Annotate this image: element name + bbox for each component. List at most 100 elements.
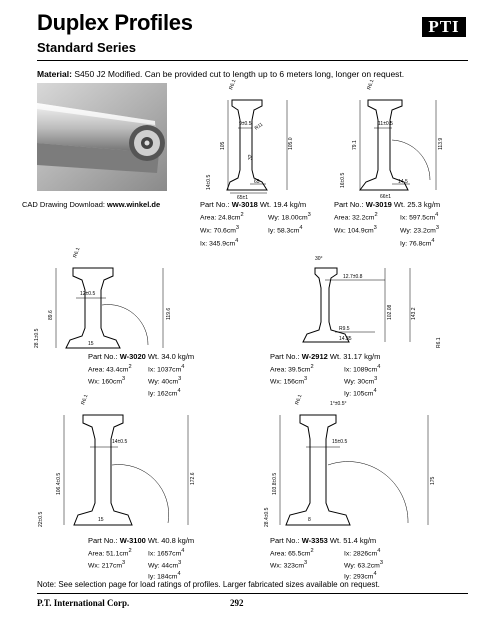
drawing-w3100: R6.1 14±0.5 106.4±0.5 172.6 15 22±0.5 [38,394,196,527]
spec-wy: Wy: 18.00cm3 [268,212,311,222]
product-photo [37,83,167,191]
dim-label: 9±0.5 [239,121,252,127]
dim-label: 65 [254,179,260,185]
dim-label: R6.1 [72,247,81,259]
part-number: W-3018 [231,200,258,209]
dim-label: 89.6 [48,310,54,320]
page-subtitle: Standard Series [37,40,136,55]
dim-label: R6.1 [294,394,303,406]
part-label: Part No.: [270,352,302,361]
dim-label: 28.1±0.5 [34,328,40,348]
dim-label: 103.8±0.5 [272,473,278,495]
dim-label: 79.1 [352,140,358,150]
part-info-w3019: Part No.: W-3019 Wt. 25.3 kg/m [334,200,440,209]
dim-label: R6.1 [80,394,89,406]
dim-label: 175 [430,476,436,485]
part-label: Part No.: [200,200,232,209]
dim-label: R6.1 [436,337,442,348]
part-number: W-2912 [301,352,328,361]
spec-wy: Wy: 23.2cm3 [400,225,439,235]
spec-iy: Iy: 293cm4 [344,571,377,581]
spec-iy: Iy: 162cm4 [148,388,181,398]
spec-iy: Iy: 184cm4 [148,571,181,581]
dim-label: 102.08 [387,304,393,320]
dim-label: 14.5 [398,179,408,185]
part-label: Part No.: [270,536,302,545]
spec-ix: Ix: 2826cm4 [344,548,381,558]
material-label: Material: [37,69,72,79]
dim-label: 66±1 [380,194,391,200]
spec-area: Area: 43.4cm2 [88,364,132,374]
dim-label: 105.0 [288,137,294,150]
part-info-w3100: Part No.: W-3100 Wt. 40.8 kg/m [88,536,194,545]
part-info-w3020: Part No.: W-3020 Wt. 34.0 kg/m [88,352,194,361]
dim-label: 15±0.5 [332,439,347,445]
dim-label: 113.9 [438,138,444,150]
dim-label: 105 [220,141,226,150]
part-number: W-3100 [119,536,146,545]
spec-iy: Iy: 76.8cm4 [400,238,435,248]
part-weight: Wt. 34.0 kg/m [145,352,195,361]
dim-label: R6.1 [366,79,375,91]
dim-label: 28.4±0.5 [264,507,270,527]
dim-label: 16±0.5 [340,173,346,188]
footer-divider [37,593,468,594]
part-weight: Wt. 51.4 kg/m [327,536,377,545]
drawing-w3019: R6.1 113.9 11±0.5 79.1 14.5 66±1 16±0.5 [340,79,444,200]
spec-wx: Wx: 323cm3 [270,560,308,570]
dim-label: 119.6 [166,308,172,320]
part-number: W-3020 [119,352,146,361]
dim-label: 65±1 [237,195,248,201]
dim-label: R11 [254,122,265,132]
header-divider [37,60,468,61]
part-weight: Wt. 31.17 kg/m [327,352,381,361]
material-line: Material: S450 J2 Modified. Can be provi… [37,69,404,79]
material-text: S450 J2 Modified. Can be provided cut to… [71,69,405,79]
spec-wx: Wx: 156cm3 [270,376,308,386]
spec-wx: Wx: 160cm3 [88,376,126,386]
dim-label: 12.7±0.8 [343,274,363,280]
dim-label: 143.2 [411,307,417,320]
dim-label: 22±0.5 [38,512,44,527]
dim-label: 12±0.5 [80,291,95,297]
spec-ix: Ix: 345.9cm4 [200,238,239,248]
part-weight: Wt. 25.3 kg/m [391,200,441,209]
spec-ix: Ix: 1089cm4 [344,364,381,374]
spec-wx: Wx: 217cm3 [88,560,126,570]
spec-ix: Ix: 1657cm4 [148,548,185,558]
spec-iy: Iy: 58.3cm4 [268,225,303,235]
dim-label: 14±0.5 [206,175,212,190]
dim-label: R9.5 [339,326,350,332]
dim-label: R6.1 [228,79,237,91]
spec-area: Area: 32.2cm2 [334,212,378,222]
dim-label: 172.6 [190,472,196,485]
spec-ix: Ix: 1037cm4 [148,364,185,374]
spec-wy: Wy: 40cm3 [148,376,182,386]
part-number: W-3019 [365,200,392,209]
dim-label: 32 [248,154,254,160]
spec-area: Area: 39.5cm2 [270,364,314,374]
spec-area: Area: 24.8cm2 [200,212,244,222]
part-info-w3353: Part No.: W-3353 Wt. 51.4 kg/m [270,536,376,545]
dim-label: 1°±0.5° [330,401,346,407]
dim-label: 15 [98,517,104,523]
dim-label: 106.4±0.5 [56,473,62,495]
dim-label: 11±0.5 [378,121,393,127]
part-label: Part No.: [334,200,366,209]
spec-area: Area: 51.1cm2 [88,548,132,558]
part-label: Part No.: [88,536,120,545]
drawing-w2912: 30° 12.7±0.8 102.08 143.2 R9.5 14.35 R6.… [302,256,442,348]
spec-wy: Wy: 44cm3 [148,560,182,570]
part-number: W-3353 [301,536,328,545]
part-weight: Wt. 40.8 kg/m [145,536,195,545]
spec-ix: Ix: 597.5cm4 [400,212,439,222]
spec-wx: Wx: 104.9cm3 [334,225,377,235]
part-info-w2912: Part No.: W-2912 Wt. 31.17 kg/m [270,352,380,361]
drawing-w3353: R6.1 1°±0.5° 15±0.5 103.8±0.5 175 8 28.4… [264,394,436,527]
cad-download: CAD Drawing Download: www.winkel.de [22,200,160,209]
page-number: 292 [230,598,244,608]
footer-company: P.T. International Corp. [37,598,130,608]
cad-link[interactable]: www.winkel.de [107,200,161,209]
drawing-w3018: R6.1 105.0 9±0.5 R11 105 32 65 14±0.5 65… [206,79,294,201]
dim-label: 8 [308,517,311,523]
